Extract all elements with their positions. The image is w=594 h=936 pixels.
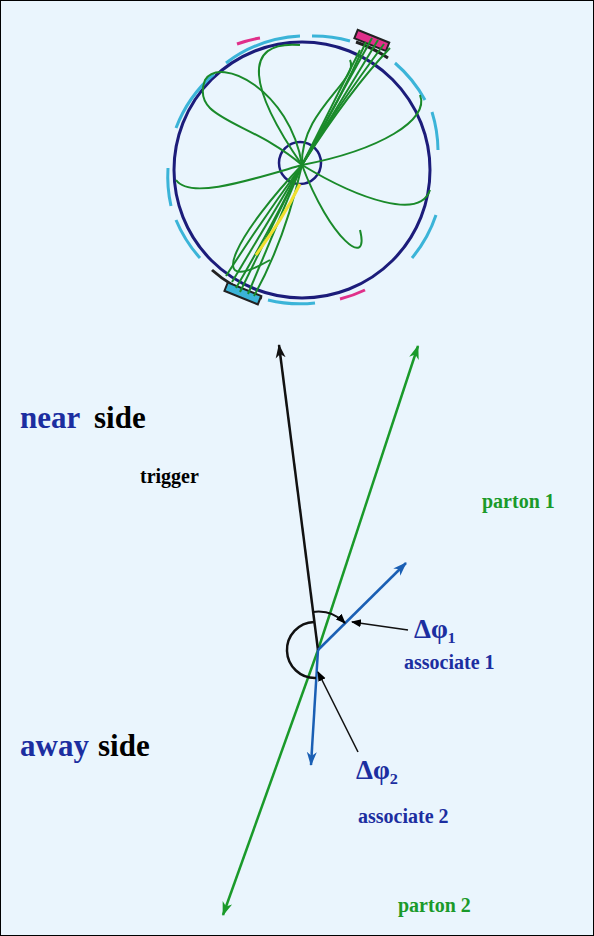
side-label: side xyxy=(94,402,146,433)
vector-label: trigger xyxy=(140,466,199,486)
side-label: side xyxy=(98,730,150,761)
angle-label: Δφ₁ xyxy=(414,616,456,643)
side-label: away xyxy=(20,730,89,761)
vector-label: associate 1 xyxy=(404,652,495,672)
vector-diagram xyxy=(223,345,418,915)
vector-label: parton 2 xyxy=(398,895,471,915)
side-label: near xyxy=(20,402,80,433)
event-display xyxy=(168,30,438,304)
vector-label: associate 2 xyxy=(358,806,449,826)
vector-label: parton 1 xyxy=(482,491,555,511)
angle-label: Δφ₂ xyxy=(356,757,398,784)
